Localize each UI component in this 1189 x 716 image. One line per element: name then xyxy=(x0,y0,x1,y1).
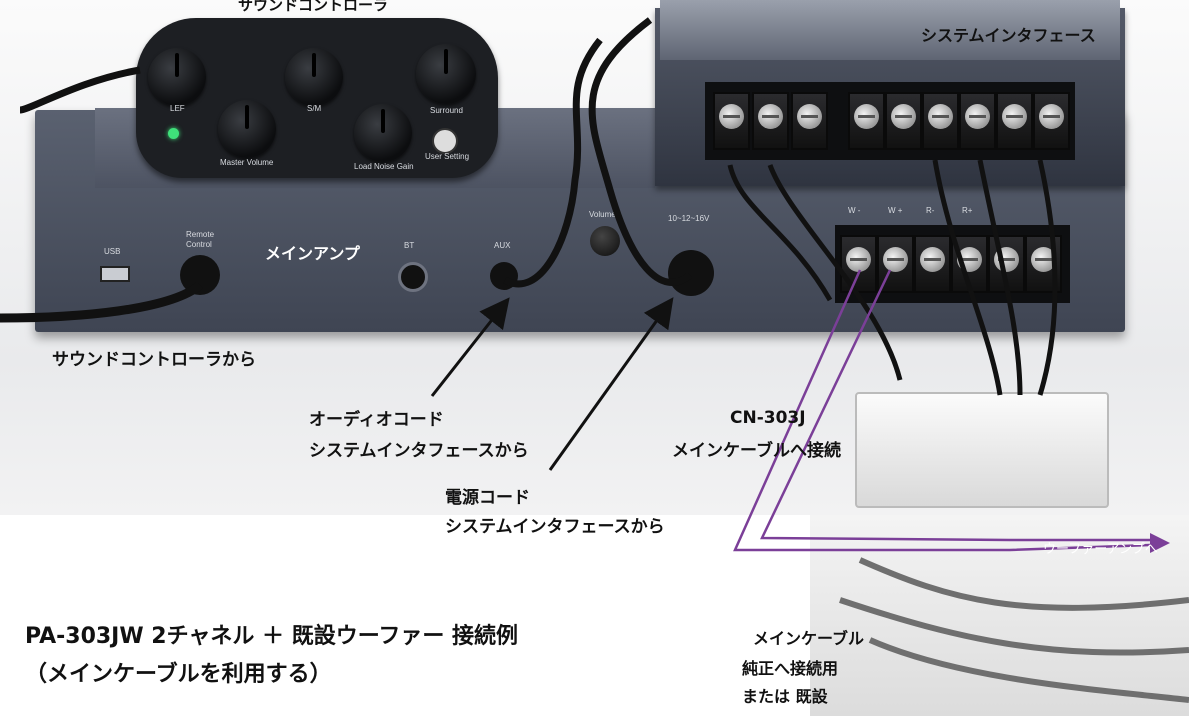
remote-cable xyxy=(0,281,203,323)
screw-icon xyxy=(1039,104,1064,129)
audio-cord-label-1: オーディオコード xyxy=(309,410,444,430)
main-cable-label-1: メインケーブル xyxy=(753,629,865,648)
remote-control-label-2: Control xyxy=(186,240,212,249)
sm-label: S/M xyxy=(307,104,322,113)
screw-icon xyxy=(719,104,744,129)
woofer-arrowhead xyxy=(1150,533,1170,553)
si-terminal-6 xyxy=(922,92,959,150)
load-noise-gain-label: Load Noise Gain xyxy=(354,162,414,171)
cn303j-connector xyxy=(855,392,1109,508)
screw-icon xyxy=(797,104,822,129)
cable-photo-inset xyxy=(810,515,1189,716)
sound-controller-label: サウンドコントローラ xyxy=(238,0,389,14)
woofer-amp-label: ウーファーアンプへ xyxy=(1043,542,1158,557)
si-terminal-8 xyxy=(996,92,1033,150)
main-cable-label-3: または 既設 xyxy=(742,687,828,706)
aux-cable xyxy=(503,37,603,288)
voltage-label: 10~12~16V xyxy=(668,214,710,223)
diagram-title-line-2: （メインケーブルを利用する） xyxy=(25,662,332,687)
surround-label: Surround xyxy=(430,106,463,115)
to-main-cable-label: メインケーブルへ接続 xyxy=(672,441,841,461)
power-cord-arrow xyxy=(548,297,674,471)
usb-label: USB xyxy=(104,247,121,256)
aux-label: AUX xyxy=(494,241,511,250)
power-jack[interactable] xyxy=(668,250,714,296)
si-terminal-4 xyxy=(848,92,885,150)
lef-label: LEF xyxy=(170,104,185,113)
amp-terminal-5 xyxy=(988,235,1025,293)
r-minus-label: R- xyxy=(926,206,935,215)
si-terminal-3 xyxy=(791,92,828,150)
woofer-line-1 xyxy=(733,269,1151,552)
diagram-title-line-1: PA-303JW 2チャネル ＋ 既設ウーファー 接続例 xyxy=(25,624,519,649)
bt-jack[interactable] xyxy=(398,262,428,292)
system-interface-label: システムインタフェース xyxy=(921,26,1096,45)
woofer-line-2 xyxy=(760,269,1150,542)
si-terminal-5 xyxy=(885,92,922,150)
usb-port[interactable] xyxy=(100,266,130,282)
si-terminal-7 xyxy=(959,92,996,150)
audio-cord-arrow xyxy=(430,297,510,397)
power-cord-label-2: システムインタフェースから xyxy=(445,517,665,537)
audio-cord-label-2: システムインタフェースから xyxy=(309,441,529,461)
master-volume-knob[interactable] xyxy=(218,100,276,158)
screw-icon xyxy=(854,104,879,129)
screw-icon xyxy=(758,104,783,129)
power-cord-label-1: 電源コード xyxy=(445,488,530,508)
si-terminal-1 xyxy=(713,92,750,150)
screw-icon xyxy=(965,104,990,129)
screw-icon xyxy=(928,104,953,129)
w-minus-label: W - xyxy=(848,206,861,215)
remote-control-label-1: Remote xyxy=(186,230,215,239)
user-setting-button[interactable] xyxy=(432,128,458,154)
screw-icon xyxy=(846,247,871,272)
main-amp-label: メインアンプ xyxy=(265,244,360,263)
master-volume-label: Master Volume xyxy=(220,158,274,167)
si-terminal-2 xyxy=(752,92,789,150)
interface-wires xyxy=(727,159,1058,396)
surround-knob[interactable] xyxy=(416,44,476,104)
from-sound-controller-label: サウンドコントローラから xyxy=(52,350,256,370)
sound-controller-cable xyxy=(19,66,141,114)
r-plus-label: R+ xyxy=(962,206,973,215)
volume-label: Volume xyxy=(589,210,616,219)
screw-icon xyxy=(1002,104,1027,129)
si-terminal-9 xyxy=(1033,92,1070,150)
power-cable xyxy=(588,17,693,286)
user-setting-label: User Setting xyxy=(425,152,470,161)
w-plus-label: W + xyxy=(888,206,903,215)
lef-knob[interactable] xyxy=(148,48,206,106)
screw-icon xyxy=(891,104,916,129)
cn303j-label: CN-303J xyxy=(730,408,806,428)
load-noise-gain-knob[interactable] xyxy=(354,104,412,162)
bt-label: BT xyxy=(404,241,415,250)
volume-knob[interactable] xyxy=(590,226,620,256)
status-led xyxy=(168,128,179,139)
main-cable-bundle xyxy=(839,557,1189,703)
screw-icon xyxy=(883,247,908,272)
system-interface-top xyxy=(660,0,1120,60)
amp-terminal-3 xyxy=(914,235,951,293)
main-cable-label-2: 純正へ接続用 xyxy=(742,659,839,678)
sm-knob[interactable] xyxy=(285,48,343,106)
screw-icon xyxy=(920,247,945,272)
